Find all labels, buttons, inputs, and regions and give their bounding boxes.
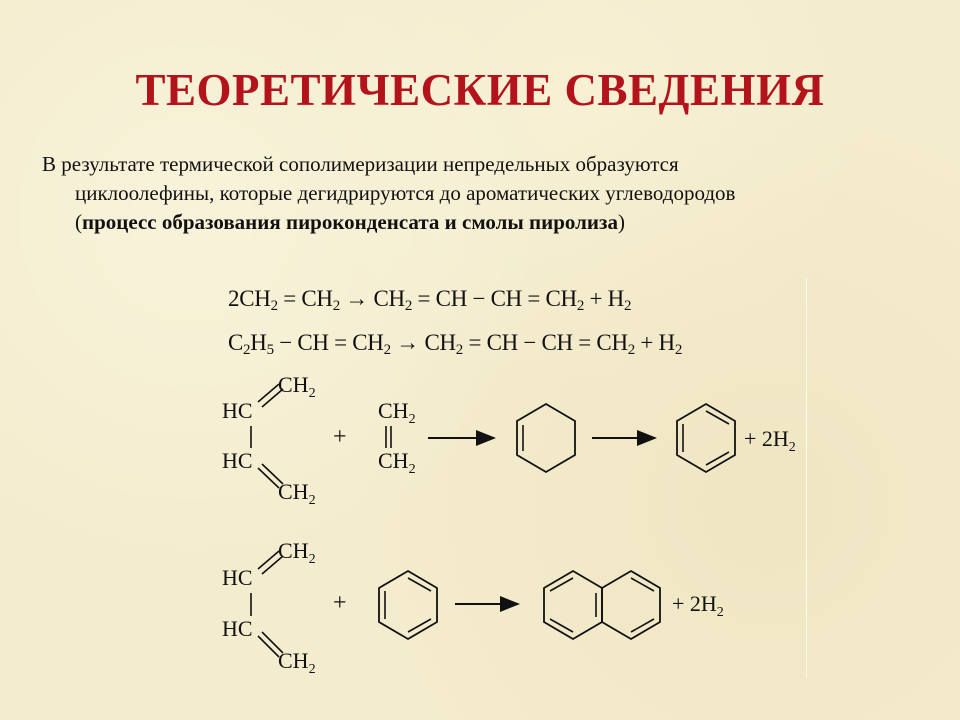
svg-text:HC: HC [222, 565, 253, 590]
equation-butene-dehydrogenation: C2H5 − CH = CH2 → CH2 = CH − CH = CH2 + … [228, 330, 683, 358]
plus-sign-2: + [333, 590, 347, 616]
hydrogen-product-2: + 2H2 [672, 591, 724, 620]
intro-paragraph: В результате термической сополимеризации… [42, 150, 942, 237]
svg-text:CH2: CH2 [278, 648, 316, 677]
naphthalene-structure [543, 569, 661, 641]
ethylene-structure: CH2 CH2 [378, 398, 416, 477]
benzene-ring-reactant [378, 569, 438, 641]
intro-line-3: (процесс образования пироконденсата и см… [75, 210, 625, 234]
equation-ethylene-dimerization: 2CH2 = CH2 → CH2 = CH − CH = CH2 + H2 [228, 286, 632, 314]
reaction-1: CH2 HC HC CH2 + CH2 CH2 + 2H2 [222, 372, 796, 508]
hydrogen-product-1: + 2H2 [744, 426, 796, 455]
svg-text:HC: HC [222, 616, 253, 641]
intro-line-2: циклоолефины, которые дегидрируются до а… [75, 181, 736, 205]
reaction-2: CH2 HC HC CH2 + + 2H2 [222, 538, 724, 677]
svg-text:HC: HC [222, 448, 253, 473]
plus-sign-1: + [333, 424, 347, 450]
benzene-ring-product [676, 402, 736, 474]
svg-text:CH2: CH2 [278, 538, 316, 567]
svg-text:CH2: CH2 [278, 479, 316, 508]
svg-text:CH2: CH2 [278, 372, 316, 401]
svg-text:CH2: CH2 [378, 448, 416, 477]
butadiene-structure-2: CH2 HC HC CH2 [222, 538, 316, 677]
intro-line-1: В результате термической сополимеризации… [42, 152, 679, 176]
svg-text:HC: HC [222, 398, 253, 423]
cyclohexene-ring [516, 402, 576, 474]
svg-text:CH2: CH2 [378, 398, 416, 427]
slide-title: ТЕОРЕТИЧЕСКИЕ СВЕДЕНИЯ [135, 65, 825, 115]
divider-line [806, 278, 807, 678]
intro-bold-text: процесс образования пироконденсата и смо… [82, 210, 618, 234]
butadiene-structure-1: CH2 HC HC CH2 [222, 372, 316, 508]
